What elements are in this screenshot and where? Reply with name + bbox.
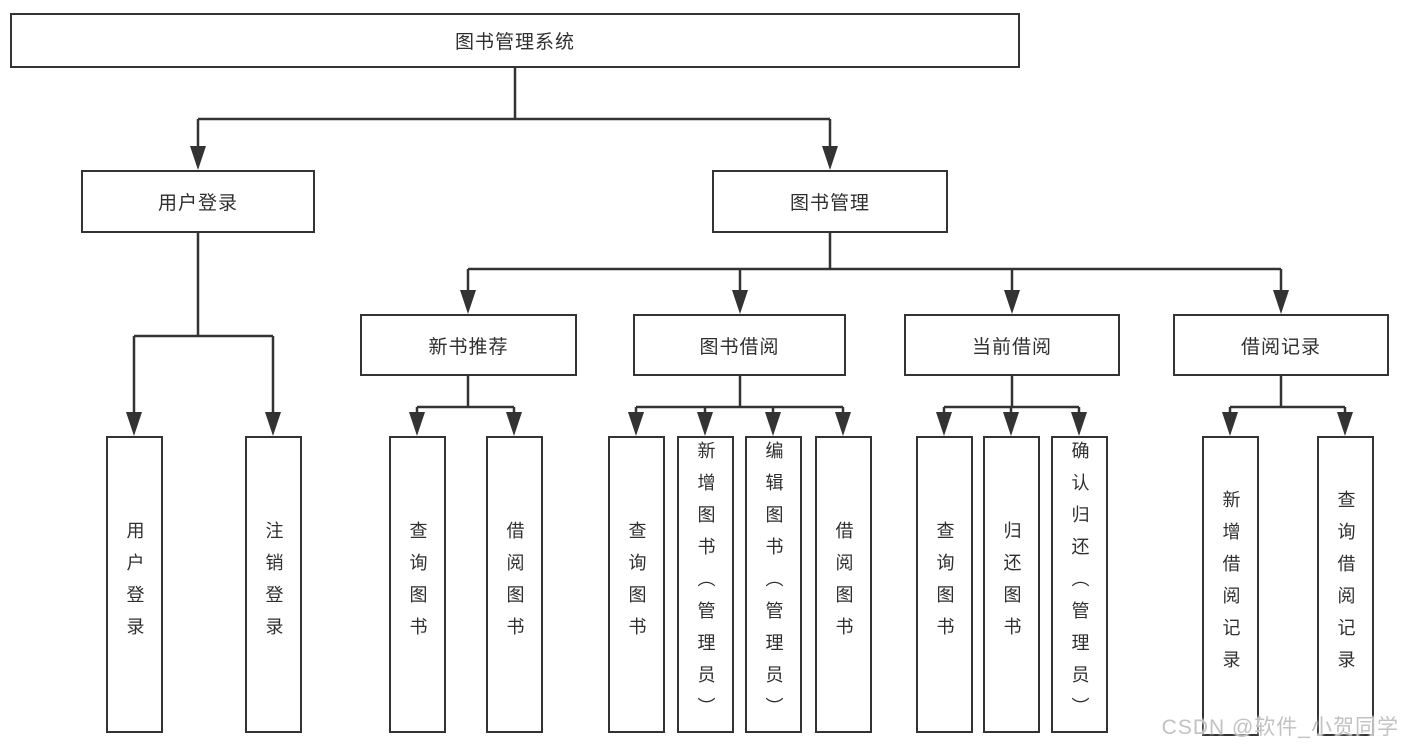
node-current-borrow: 当前借阅 — [904, 314, 1120, 376]
leaf-borrow-books-recommend: 借阅图书 — [486, 436, 543, 733]
arrowheads — [126, 146, 1353, 436]
node-book-management: 图书管理 — [712, 170, 948, 233]
leaf-query-books-current-label: 查询图书 — [934, 520, 955, 649]
leaf-add-borrow-record-label: 新增借阅记录 — [1220, 490, 1241, 682]
edge-root-to-level2 — [196, 68, 832, 162]
leaf-logout-label: 注销登录 — [263, 520, 284, 649]
edge-userlogin-to-leaves — [132, 233, 275, 428]
leaf-confirm-return-admin-label: 确认归还（管理员） — [1069, 440, 1090, 729]
node-book-management-label: 图书管理 — [789, 193, 870, 214]
edge-bookborrow-to-leaves — [634, 376, 845, 428]
leaf-borrow-books: 借阅图书 — [815, 436, 872, 733]
edge-bookmgmt-to-level3 — [466, 233, 1283, 306]
edge-newbook-to-leaves — [415, 376, 516, 428]
leaf-add-book-admin-label: 新增图书（管理员） — [695, 440, 716, 729]
leaf-user-login: 用户登录 — [106, 436, 163, 733]
leaf-borrow-books-recommend-label: 借阅图书 — [504, 520, 525, 649]
node-borrow-records-label: 借阅记录 — [1240, 336, 1321, 358]
leaf-user-login-label: 用户登录 — [124, 520, 145, 649]
node-book-borrow: 图书借阅 — [633, 314, 846, 376]
node-user-login: 用户登录 — [81, 170, 315, 233]
leaf-edit-book-admin: 编辑图书（管理员） — [745, 436, 802, 733]
leaf-confirm-return-admin: 确认归还（管理员） — [1051, 436, 1108, 733]
leaf-logout: 注销登录 — [245, 436, 302, 733]
leaf-query-books-recommend-label: 查询图书 — [407, 520, 428, 649]
leaf-add-borrow-record: 新增借阅记录 — [1202, 436, 1259, 736]
leaf-query-books-borrow: 查询图书 — [608, 436, 665, 733]
node-book-borrow-label: 图书借阅 — [699, 336, 780, 358]
watermark: CSDN @软件_小贺同学 — [1161, 716, 1399, 739]
leaf-query-borrow-record-label: 查询借阅记录 — [1335, 490, 1356, 682]
node-borrow-records: 借阅记录 — [1173, 314, 1389, 376]
node-new-book-recommend: 新书推荐 — [360, 314, 577, 376]
leaf-query-borrow-record: 查询借阅记录 — [1317, 436, 1374, 736]
node-root: 图书管理系统 — [10, 13, 1020, 68]
leaf-edit-book-admin-label: 编辑图书（管理员） — [763, 440, 784, 729]
edge-borrowrecords-to-leaves — [1228, 376, 1347, 428]
leaf-borrow-books-label: 借阅图书 — [833, 520, 854, 649]
leaf-return-book: 归还图书 — [983, 436, 1040, 733]
node-root-label: 图书管理系统 — [454, 32, 575, 53]
node-new-book-recommend-label: 新书推荐 — [428, 336, 509, 358]
leaf-return-book-label: 归还图书 — [1001, 520, 1022, 649]
leaf-add-book-admin: 新增图书（管理员） — [677, 436, 734, 733]
leaf-query-books-current: 查询图书 — [916, 436, 973, 733]
leaf-query-books-recommend: 查询图书 — [389, 436, 446, 733]
node-current-borrow-label: 当前借阅 — [971, 336, 1052, 358]
leaf-query-books-borrow-label: 查询图书 — [626, 520, 647, 649]
node-user-login-label: 用户登录 — [157, 193, 238, 214]
